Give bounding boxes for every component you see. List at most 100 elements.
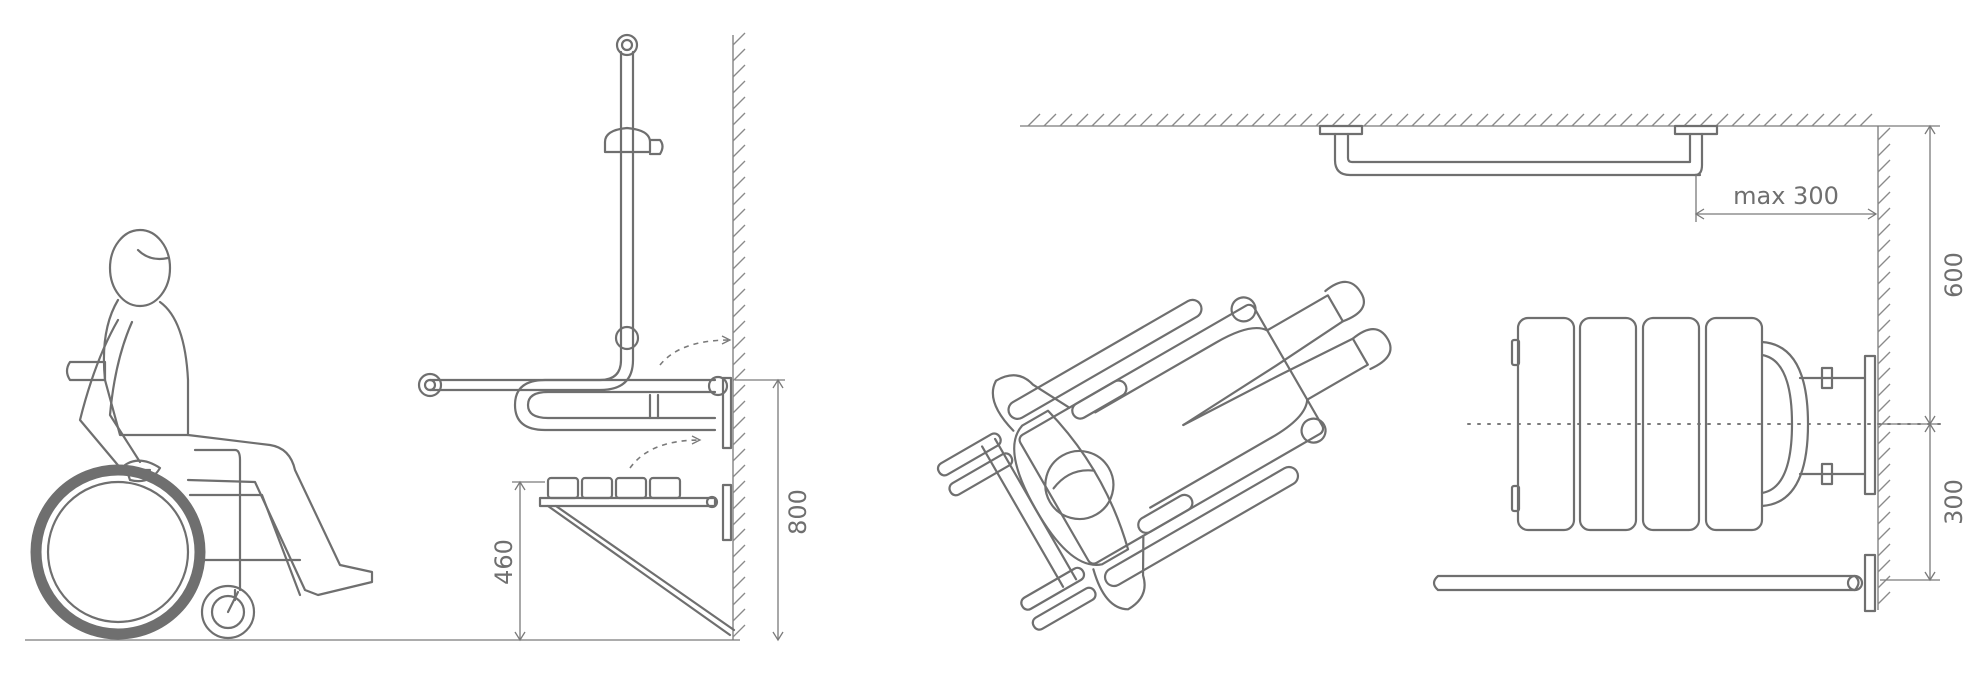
bar-offset-label: max 300 bbox=[1733, 182, 1839, 210]
hatch-stroke bbox=[1877, 479, 1891, 493]
hatch-stroke bbox=[1411, 113, 1425, 127]
hatch-stroke bbox=[1859, 113, 1873, 127]
hatch-stroke bbox=[732, 224, 746, 238]
wall-grab-bar-plan bbox=[1318, 124, 1719, 177]
hatch-stroke bbox=[1877, 351, 1891, 365]
hatch-stroke bbox=[732, 384, 746, 398]
hatch-stroke bbox=[1219, 113, 1233, 127]
hatch-stroke bbox=[1699, 113, 1713, 127]
hatch-stroke bbox=[1155, 113, 1169, 127]
hatch-stroke bbox=[1811, 113, 1825, 127]
hatch-stroke bbox=[1877, 207, 1891, 221]
hatch-stroke bbox=[732, 608, 746, 622]
hatch-stroke bbox=[732, 208, 746, 222]
fold-down-shower-seat bbox=[538, 476, 736, 637]
hatch-stroke bbox=[1059, 113, 1073, 127]
hatch-stroke bbox=[732, 288, 746, 302]
hatch-stroke bbox=[1877, 383, 1891, 397]
hatch-stroke bbox=[1795, 113, 1809, 127]
hatch-stroke bbox=[1075, 113, 1089, 127]
hatch-stroke bbox=[1571, 113, 1585, 127]
hatch-stroke bbox=[1507, 113, 1521, 127]
hatch-stroke bbox=[1139, 113, 1153, 127]
hatch-stroke bbox=[1363, 113, 1377, 127]
hatch-stroke bbox=[1779, 113, 1793, 127]
hatch-stroke bbox=[1715, 113, 1729, 127]
hatch-stroke bbox=[1283, 113, 1297, 127]
hatch-stroke bbox=[732, 352, 746, 366]
hatch-stroke bbox=[1877, 127, 1891, 141]
hatch-stroke bbox=[1395, 113, 1409, 127]
seat-height-dimension: 460 bbox=[490, 480, 545, 642]
hatch-stroke bbox=[1539, 113, 1553, 127]
wall-top bbox=[1020, 113, 1880, 127]
hatch-stroke bbox=[1267, 113, 1281, 127]
hatch-stroke bbox=[732, 368, 746, 382]
shower-riser-rail bbox=[417, 33, 664, 398]
hatch-stroke bbox=[1877, 223, 1891, 237]
hatch-stroke bbox=[1651, 113, 1665, 127]
hatch-stroke bbox=[1123, 113, 1137, 127]
hatch-stroke bbox=[1475, 113, 1489, 127]
hatch-stroke bbox=[1877, 431, 1891, 445]
wheelchair-user-figure bbox=[30, 228, 374, 640]
hatch-stroke bbox=[1877, 175, 1891, 189]
hatch-stroke bbox=[732, 512, 746, 526]
hatch-stroke bbox=[1877, 447, 1891, 461]
hatch-stroke bbox=[1667, 113, 1681, 127]
plan-view: max 300 600 300 bbox=[936, 113, 1968, 631]
hatch-stroke bbox=[1555, 113, 1569, 127]
hatch-stroke bbox=[732, 112, 746, 126]
hatch-stroke bbox=[1877, 271, 1891, 285]
hatch-stroke bbox=[1877, 399, 1891, 413]
fold-up-grab-bar bbox=[513, 335, 733, 469]
hatch-stroke bbox=[732, 336, 746, 350]
hatch-stroke bbox=[732, 560, 746, 574]
hatch-stroke bbox=[732, 528, 746, 542]
hatch-stroke bbox=[1587, 113, 1601, 127]
hatch-stroke bbox=[1877, 159, 1891, 173]
hatch-stroke bbox=[1877, 143, 1891, 157]
hatch-stroke bbox=[1843, 113, 1857, 127]
hatch-stroke bbox=[1491, 113, 1505, 127]
hatch-stroke bbox=[1027, 113, 1041, 127]
hatch-stroke bbox=[732, 96, 746, 110]
hatch-stroke bbox=[732, 496, 746, 510]
hatch-stroke bbox=[732, 416, 746, 430]
hatch-stroke bbox=[732, 400, 746, 414]
hatch-stroke bbox=[732, 160, 746, 174]
hatch-stroke bbox=[1683, 113, 1697, 127]
hatch-stroke bbox=[1877, 335, 1891, 349]
hatch-stroke bbox=[1731, 113, 1745, 127]
hatch-stroke bbox=[732, 576, 746, 590]
hatch-stroke bbox=[732, 448, 746, 462]
hatch-stroke bbox=[1877, 319, 1891, 333]
hatch-stroke bbox=[1299, 113, 1313, 127]
hatch-stroke bbox=[732, 192, 746, 206]
wall-right bbox=[1877, 126, 1891, 610]
wall-left-view bbox=[732, 32, 746, 640]
hatch-stroke bbox=[732, 64, 746, 78]
hatch-stroke bbox=[1877, 255, 1891, 269]
hatch-stroke bbox=[1187, 113, 1201, 127]
hatch-stroke bbox=[1827, 113, 1841, 127]
hatch-stroke bbox=[1347, 113, 1361, 127]
hatch-stroke bbox=[1877, 527, 1891, 541]
hatch-stroke bbox=[1459, 113, 1473, 127]
hatch-stroke bbox=[1747, 113, 1761, 127]
lower-grab-bar-plan bbox=[1432, 553, 1877, 613]
hatch-stroke bbox=[732, 272, 746, 286]
hatch-stroke bbox=[1251, 113, 1265, 127]
wheelchair-user-plan bbox=[936, 280, 1392, 631]
hatch-stroke bbox=[1877, 367, 1891, 381]
hatch-stroke bbox=[1203, 113, 1217, 127]
hatch-stroke bbox=[1091, 113, 1105, 127]
hatch-stroke bbox=[1235, 113, 1249, 127]
hatch-stroke bbox=[732, 480, 746, 494]
hatch-stroke bbox=[1877, 559, 1891, 573]
hatch-stroke bbox=[1877, 239, 1891, 253]
shower-seat-plan bbox=[1510, 316, 1877, 532]
hatch-stroke bbox=[732, 464, 746, 478]
side-elevation-view: 460 800 bbox=[25, 32, 812, 642]
